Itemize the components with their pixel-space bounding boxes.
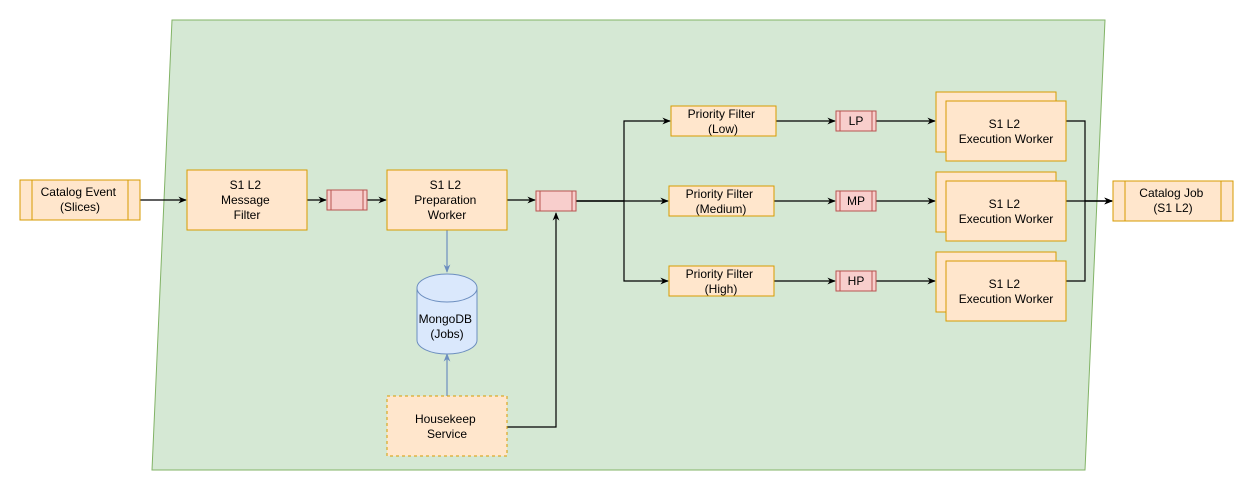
message-filter-label: S1 L2 Message Filter bbox=[221, 178, 273, 222]
catalog-job-label: Catalog Job (S1 L2) bbox=[1139, 186, 1206, 215]
queue-2[interactable] bbox=[535, 190, 577, 212]
preparation-worker-node[interactable]: S1 L2 Preparation Worker bbox=[386, 169, 508, 231]
housekeep-service-label: Housekeep Service bbox=[415, 412, 479, 441]
edge-housekeep-to-queue2 bbox=[507, 212, 560, 428]
preparation-worker-label: S1 L2 Preparation Worker bbox=[414, 178, 479, 222]
housekeep-service-node[interactable]: Housekeep Service bbox=[386, 395, 508, 457]
queue-mp-label: MP bbox=[847, 194, 865, 208]
queue-1[interactable] bbox=[326, 189, 368, 211]
edge-exec-high-to-job bbox=[1066, 197, 1113, 282]
queue-hp[interactable]: HP bbox=[835, 270, 877, 292]
priority-filter-medium-node[interactable]: Priority Filter (Medium) bbox=[668, 185, 775, 217]
mongodb-node[interactable]: MongoDB (Jobs) bbox=[416, 273, 478, 355]
catalog-event-node[interactable]: Catalog Event (Slices) bbox=[19, 179, 141, 221]
priority-filter-medium-label: Priority Filter (Medium) bbox=[686, 187, 757, 216]
execution-worker-low-label: S1 L2 Execution Worker bbox=[959, 117, 1053, 146]
mongodb-label: MongoDB (Jobs) bbox=[419, 312, 476, 341]
execution-worker-medium-node[interactable]: S1 L2 Execution Worker bbox=[935, 171, 1067, 242]
priority-filter-low-node[interactable]: Priority Filter (Low) bbox=[670, 105, 777, 137]
execution-worker-high-label: S1 L2 Execution Worker bbox=[959, 277, 1053, 306]
catalog-event-label: Catalog Event (Slices) bbox=[41, 185, 120, 214]
priority-filter-high-node[interactable]: Priority Filter (High) bbox=[668, 265, 775, 297]
priority-filter-low-label: Priority Filter (Low) bbox=[688, 107, 759, 136]
priority-filter-high-label: Priority Filter (High) bbox=[686, 267, 757, 296]
edges bbox=[140, 117, 1113, 428]
execution-worker-medium-label: S1 L2 Execution Worker bbox=[959, 197, 1053, 226]
queue-hp-label: HP bbox=[848, 274, 865, 288]
execution-worker-high-node[interactable]: S1 L2 Execution Worker bbox=[935, 251, 1067, 322]
processing-area bbox=[151, 19, 1106, 471]
queue-lp-label: LP bbox=[849, 114, 864, 128]
edge-queue2-to-pf-high bbox=[576, 200, 669, 285]
queue-lp[interactable]: LP bbox=[835, 110, 877, 132]
catalog-job-node[interactable]: Catalog Job (S1 L2) bbox=[1112, 180, 1234, 222]
queue-mp[interactable]: MP bbox=[835, 190, 877, 212]
message-filter-node[interactable]: S1 L2 Message Filter bbox=[186, 169, 308, 231]
execution-worker-low-node[interactable]: S1 L2 Execution Worker bbox=[935, 91, 1067, 162]
